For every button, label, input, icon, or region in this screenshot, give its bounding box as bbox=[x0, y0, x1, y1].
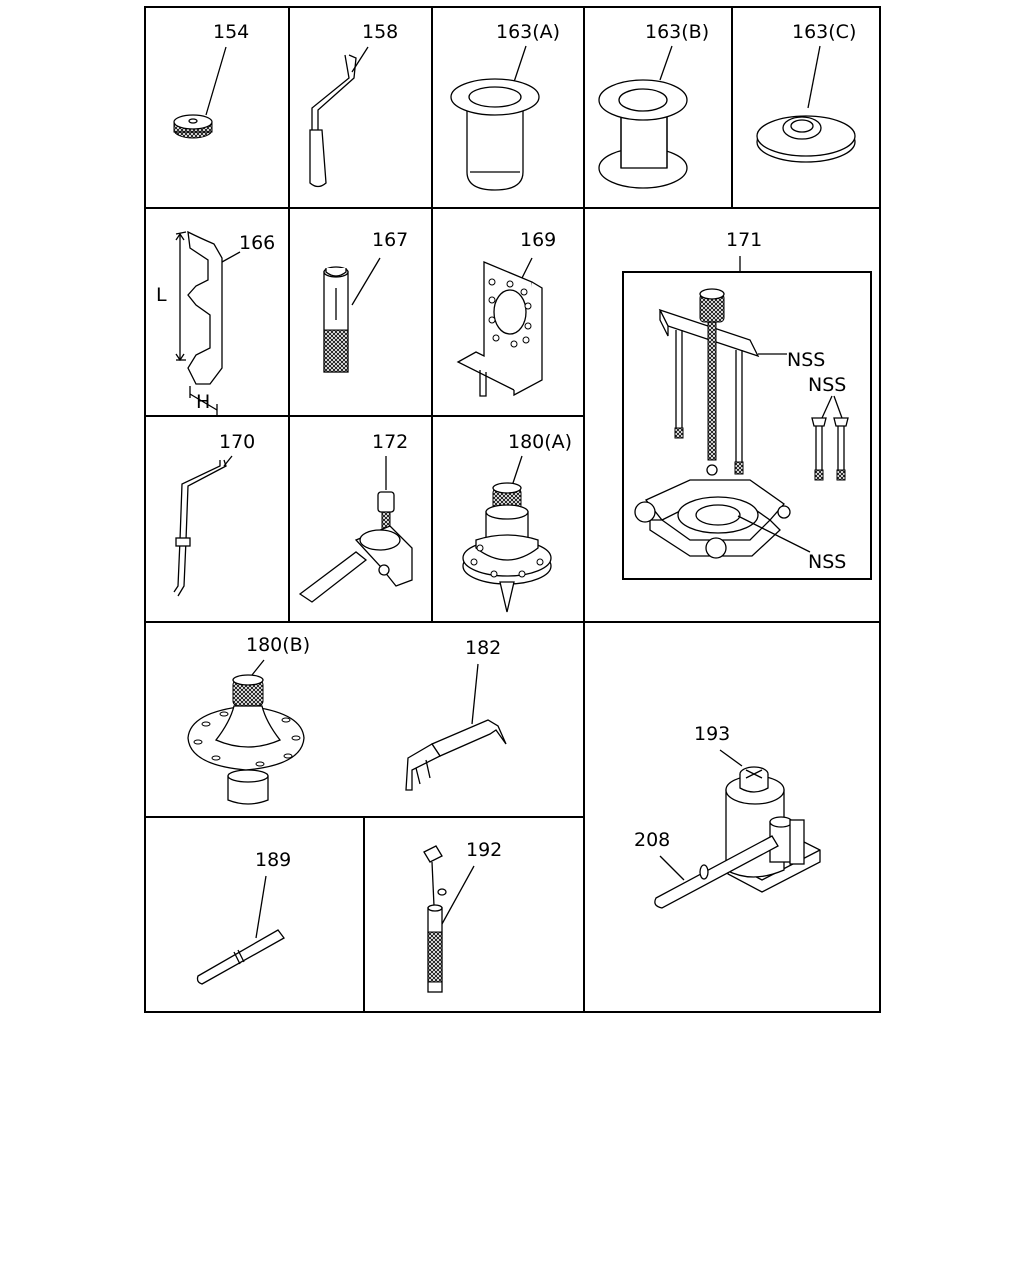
part-172-lever-tool: 172 bbox=[298, 431, 413, 603]
part-169-bracket-plate: 169 bbox=[456, 229, 556, 397]
part-171-bearing-puller-set: 171 NSS NSS bbox=[622, 229, 872, 580]
part-label-180a: 180(A) bbox=[508, 431, 572, 453]
part-label-172: 172 bbox=[372, 431, 408, 453]
dimension-label-H: H bbox=[196, 391, 210, 413]
part-163b-spool: 163(B) bbox=[598, 21, 709, 189]
part-180a-pressing-tool: 180(A) bbox=[462, 431, 572, 613]
part-label-189: 189 bbox=[255, 849, 291, 871]
part-163c-washer: 163(C) bbox=[756, 21, 856, 163]
part-158-crank-wrench: 158 bbox=[309, 21, 398, 188]
part-label-167: 167 bbox=[372, 229, 408, 251]
diagram-grid bbox=[144, 6, 881, 1013]
part-label-170: 170 bbox=[219, 431, 255, 453]
part-label-163c: 163(C) bbox=[792, 21, 856, 43]
part-label-171: 171 bbox=[726, 229, 762, 251]
nss-label-crossbar: NSS bbox=[787, 349, 825, 371]
part-167-knurled-pin: 167 bbox=[323, 229, 408, 373]
part-label-193: 193 bbox=[694, 723, 730, 745]
part-label-192: 192 bbox=[466, 839, 502, 861]
part-170-bent-rod: 170 bbox=[173, 431, 255, 597]
part-189-rod: 189 bbox=[196, 849, 291, 985]
part-166-gauge-plate: 166 L H bbox=[156, 230, 275, 416]
part-180b-pressing-tool: 180(B) bbox=[187, 634, 310, 805]
part-label-163a: 163(A) bbox=[496, 21, 560, 43]
part-label-180b: 180(B) bbox=[246, 634, 310, 656]
part-192-handle-tool: 192 bbox=[423, 839, 502, 993]
part-label-208: 208 bbox=[634, 829, 670, 851]
part-label-182: 182 bbox=[465, 637, 501, 659]
nss-label-separator: NSS bbox=[808, 551, 846, 573]
part-208-jack-handle: 208 bbox=[634, 829, 779, 909]
part-193-bottle-jack: 193 bbox=[694, 723, 821, 893]
part-label-154: 154 bbox=[213, 21, 249, 43]
part-label-166: 166 bbox=[239, 232, 275, 254]
part-label-158: 158 bbox=[362, 21, 398, 43]
dimension-label-L: L bbox=[156, 284, 167, 306]
part-label-163b: 163(B) bbox=[645, 21, 709, 43]
part-label-169: 169 bbox=[520, 229, 556, 251]
part-182-bracket-tool: 182 bbox=[405, 637, 507, 791]
nss-label-bolts: NSS bbox=[808, 374, 846, 396]
part-154-knob: 154 bbox=[173, 21, 249, 139]
part-163a-flanged-sleeve: 163(A) bbox=[450, 21, 560, 191]
